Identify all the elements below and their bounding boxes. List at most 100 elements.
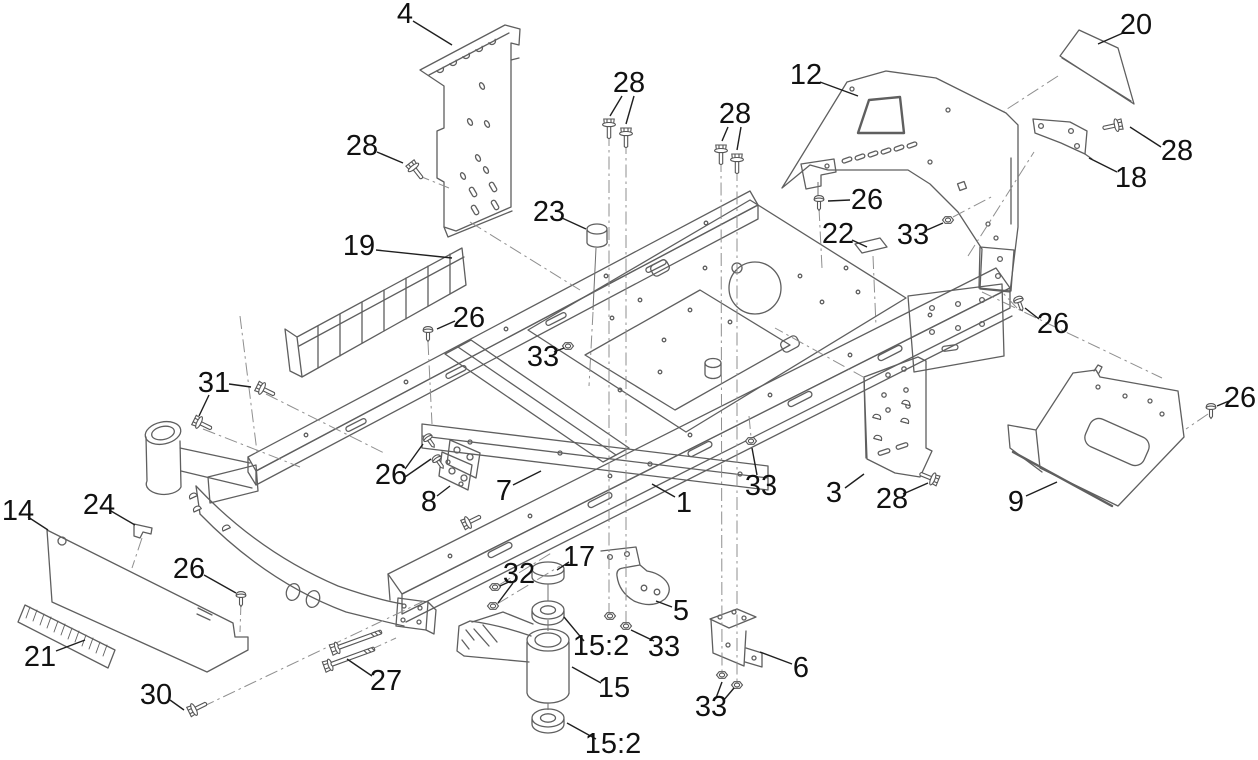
screw-icon [235, 591, 247, 608]
callout-6: 6 [759, 651, 809, 684]
leader-line [553, 347, 565, 353]
callout-26: 26 [827, 184, 883, 216]
callout-20: 20 [1097, 9, 1152, 45]
callout-label: 31 [198, 367, 230, 399]
projection-centerline [496, 565, 561, 605]
callout-9: 9 [1008, 481, 1058, 518]
callout-23: 23 [533, 196, 587, 230]
callout-label: 26 [851, 184, 883, 216]
projection-centerline [1001, 291, 1018, 309]
callout-17: 17 [556, 541, 595, 573]
projection-centerline [201, 600, 425, 708]
callout-label: 9 [1008, 486, 1024, 518]
projection-centerline [427, 341, 433, 425]
leader-line [1216, 400, 1230, 407]
projection-centerline [818, 207, 823, 269]
dome-icon [187, 491, 198, 500]
leader-line [436, 320, 456, 330]
callout-label: 22 [822, 218, 854, 250]
callout-label: 33 [897, 219, 929, 251]
callout-15:2: 15:2 [566, 722, 641, 760]
leader-line [751, 447, 758, 476]
projection-centerline [981, 291, 1163, 379]
fasteners-layer [185, 117, 1217, 719]
callout-33: 33 [695, 681, 735, 723]
projection-centerline [1003, 75, 1059, 112]
part-22-pad [854, 237, 888, 254]
part-12-rear-plate [781, 70, 1019, 293]
part-17-cap [531, 561, 565, 585]
leader-line [571, 666, 602, 684]
long-bolt-icon [328, 625, 385, 657]
callout-label: 28 [1161, 135, 1193, 167]
leader-line [497, 582, 514, 604]
hex-bolt-icon [404, 158, 428, 183]
leader-line [566, 722, 597, 740]
nut-icon [744, 437, 758, 445]
leader-line [499, 580, 512, 587]
projection-centerline [872, 255, 877, 327]
leader-line [630, 629, 655, 642]
callout-label: 8 [421, 486, 437, 518]
leader-line [198, 394, 210, 417]
callout-label: 33 [695, 691, 727, 723]
part-18-mount-bracket [1032, 118, 1093, 160]
leader-line [228, 383, 252, 388]
leader-line [110, 510, 136, 526]
projection-lines-layer [131, 75, 1209, 710]
dome-icon [901, 398, 912, 407]
callout-22: 22 [822, 218, 868, 250]
leader-line [376, 151, 404, 164]
callout-label: 18 [1115, 162, 1147, 194]
callout-label: 1 [676, 487, 692, 519]
leader-line [655, 600, 673, 608]
projection-centerline [202, 428, 301, 468]
leader-line [512, 470, 542, 486]
callout-33: 33 [745, 447, 777, 502]
leader-line [844, 473, 865, 489]
callout-14: 14 [2, 495, 49, 531]
leader-line [169, 699, 185, 711]
callout-label: 33 [745, 470, 777, 502]
screw-icon [1205, 403, 1217, 420]
hex-bolt-icon [190, 413, 215, 435]
projection-centerline [469, 221, 581, 291]
stem-line [592, 247, 597, 311]
projection-centerline [131, 537, 143, 569]
projection-centerline [265, 393, 385, 454]
leader-line [609, 95, 623, 117]
leader-line [404, 458, 432, 478]
screw-icon [430, 452, 448, 472]
leader-line [412, 20, 453, 46]
callout-8: 8 [421, 485, 451, 518]
nut-icon [561, 342, 575, 350]
callout-33: 33 [630, 629, 680, 663]
callout-26: 26 [1024, 307, 1069, 340]
part-8-bracket [438, 439, 481, 491]
leader-line [1025, 481, 1058, 497]
callout-label: 26 [453, 302, 485, 334]
part-6-bracket [709, 608, 763, 668]
dome-icon [220, 523, 231, 532]
leader-line [721, 126, 729, 142]
leader-line [926, 222, 944, 231]
screw-icon [813, 195, 825, 212]
leader-line [563, 616, 585, 642]
projection-centerline [498, 551, 554, 586]
part-3-bracket-plate [863, 356, 933, 478]
callout-4: 4 [397, 0, 453, 46]
part-1-main-frame [144, 190, 1013, 635]
leader-line [1088, 157, 1118, 173]
nut-icon [941, 216, 955, 224]
callout-21: 21 [24, 639, 86, 673]
callout-28: 28 [609, 67, 645, 125]
leader-line [759, 651, 793, 665]
hex-bolt-icon [602, 118, 616, 140]
callout-26: 26 [436, 302, 485, 334]
callout-label: 15 [598, 672, 630, 704]
hex-bolt-icon [619, 127, 633, 149]
leader-line [436, 485, 451, 497]
callout-label: 33 [648, 631, 680, 663]
hex-bolt-icon [185, 697, 210, 719]
callout-12: 12 [790, 59, 859, 97]
